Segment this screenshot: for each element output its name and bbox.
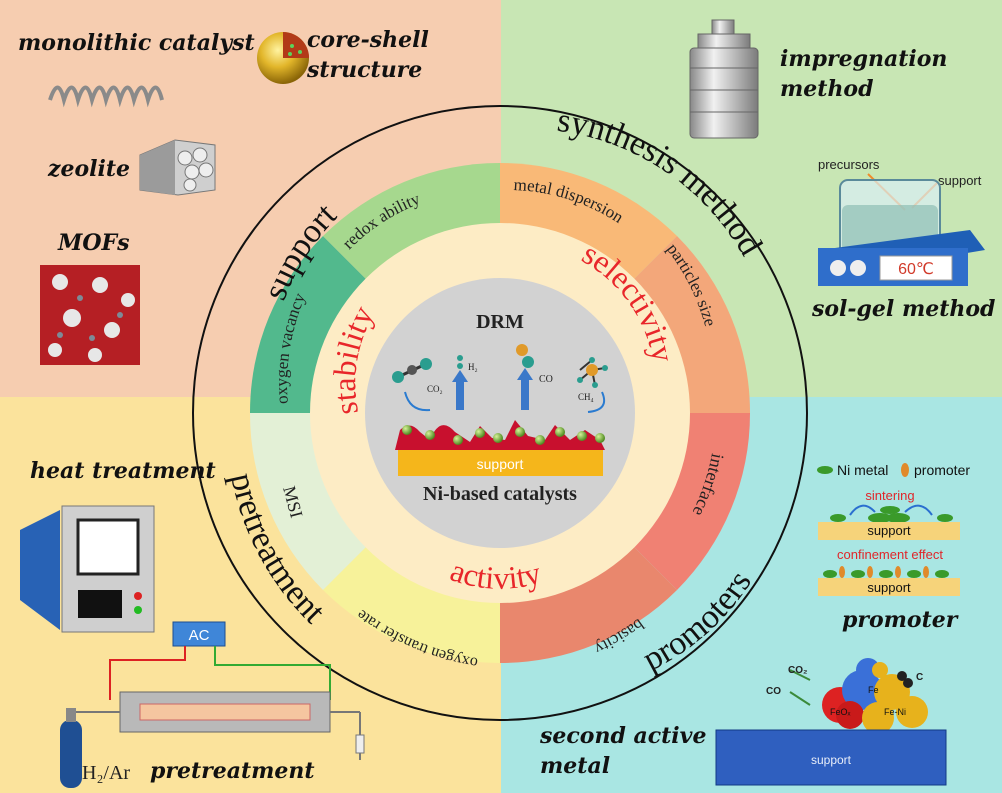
center-co2: CO₂ (427, 384, 443, 394)
center-co: CO (539, 374, 553, 385)
label-mofs: MOFs (57, 230, 130, 256)
label-heat-treatment: heat treatment (30, 458, 216, 484)
arrow-co-icon (521, 378, 529, 410)
label-impregnation-2: method (780, 76, 874, 102)
catalyst-surface (395, 420, 605, 450)
core-shell-sphere-icon (257, 32, 309, 84)
autoclave-icon (689, 19, 759, 139)
label-fe: Fe (868, 685, 879, 695)
label-feox: FeOₓ (830, 707, 851, 717)
label-precursors: precursors (818, 157, 880, 172)
label-zeolite: zeolite (47, 156, 130, 182)
center-ch4: CH₄ (578, 392, 594, 402)
ac-box (172, 621, 226, 647)
ch4-molecule-icon (577, 357, 608, 388)
label-c: C (916, 672, 923, 683)
center-disk (365, 278, 635, 548)
label-gas: H₂/Ar (82, 762, 130, 784)
arrow-ch4-icon (587, 391, 606, 413)
label-co2-2: CO₂ (788, 665, 807, 676)
tube-reactor-icon (60, 646, 365, 788)
second-metal-illustration (715, 658, 947, 786)
label-ac: AC (189, 627, 210, 644)
label-core-shell-2: structure (306, 57, 422, 83)
outer-circle (192, 105, 808, 721)
promoter-legend (817, 463, 909, 477)
spring-icon (48, 85, 164, 108)
hotplate-beaker-icon (818, 173, 985, 286)
mof-lattice-icon (40, 265, 140, 365)
h2-molecule-icon (457, 355, 463, 369)
center-support-label: support (477, 456, 524, 472)
label-sintering: sintering (865, 488, 914, 503)
label-sol-gel: sol-gel method (811, 296, 995, 322)
label-confinement: confinement effect (837, 547, 943, 562)
label-support-3: support (811, 753, 852, 767)
label-core-shell-1: core-shell (307, 27, 429, 53)
co-molecule-icon (516, 344, 534, 368)
co2-molecule-icon (392, 358, 432, 383)
label-ni-metal: Ni metal (837, 462, 888, 478)
ni-particles (402, 425, 605, 445)
label-monolithic-catalyst: monolithic catalyst (18, 30, 255, 56)
label-second-active-1: second active (539, 723, 706, 749)
label-temperature: 60℃ (898, 261, 934, 278)
arrow-co2-icon (404, 391, 431, 412)
label-co-2: CO (766, 686, 781, 697)
label-support-arrow: support (938, 173, 982, 188)
label-promoter-legend: promoter (914, 462, 970, 478)
label-feni: Fe-Ni (884, 707, 906, 717)
center-support-bar (398, 450, 603, 476)
label-pretreatment-example: pretreatment (150, 758, 315, 784)
label-support-2: support (867, 580, 911, 595)
label-impregnation-1: impregnation (780, 46, 947, 72)
center-title: DRM (476, 311, 524, 333)
zeolite-block-icon (139, 139, 216, 196)
center-caption: Ni-based catalysts (423, 483, 577, 505)
furnace-icon (20, 505, 155, 633)
label-promoter: promoter (842, 607, 959, 633)
label-support-1: support (867, 523, 911, 538)
confinement-illustration (818, 566, 960, 596)
sintering-illustration (818, 504, 960, 540)
arrow-h2-icon (456, 380, 464, 410)
center-h2: H₂ (468, 362, 478, 372)
label-second-active-2: metal (540, 753, 610, 779)
